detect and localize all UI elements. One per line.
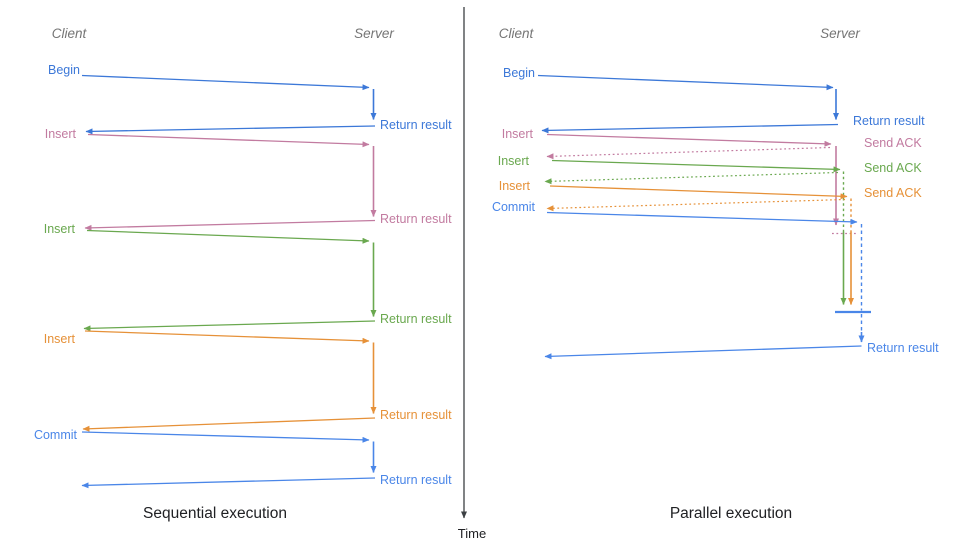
time-axis: Time xyxy=(458,7,486,540)
left-commit-message: Commit Return result xyxy=(34,428,452,489)
right-begin-label: Begin xyxy=(503,66,535,80)
right-begin-message: Begin Return result xyxy=(503,66,925,134)
right-commit-request-line xyxy=(546,211,858,225)
right-insert1-response-label: Send ACK xyxy=(864,136,922,150)
right-insert1-ack-line xyxy=(546,146,831,160)
left-commit-label: Commit xyxy=(34,428,78,442)
right-insert1-message: Insert Send ACK xyxy=(502,127,922,235)
right-insert2-ack-line xyxy=(544,171,839,185)
right-insert1-label: Insert xyxy=(502,127,534,141)
right-begin-request-line xyxy=(537,74,834,91)
left-begin-message: Begin Return result xyxy=(48,63,452,135)
right-commit-return-line xyxy=(544,345,862,360)
left-begin-request-line xyxy=(81,74,370,91)
right-insert3-label: Insert xyxy=(499,179,531,193)
left-insert1-return-line xyxy=(84,219,376,231)
right-insert3-response-label: Send ACK xyxy=(864,186,922,200)
right-server-header: Server xyxy=(820,26,860,41)
left-commit-request-line xyxy=(81,431,370,443)
left-insert2-label: Insert xyxy=(44,222,76,236)
left-insert3-label: Insert xyxy=(44,332,76,346)
left-begin-label: Begin xyxy=(48,63,80,77)
left-insert2-request-line xyxy=(86,229,370,244)
right-begin-return-line xyxy=(541,123,839,134)
time-axis-label: Time xyxy=(458,526,486,540)
left-begin-response-label: Return result xyxy=(380,118,452,132)
left-insert2-message: Insert Return result xyxy=(44,222,452,332)
left-begin-return-line xyxy=(85,125,376,135)
right-begin-response-label: Return result xyxy=(853,114,925,128)
left-commit-response-label: Return result xyxy=(380,473,452,487)
left-insert3-response-label: Return result xyxy=(380,408,452,422)
left-commit-return-line xyxy=(81,477,376,489)
right-insert3-ack-line xyxy=(546,198,846,212)
left-insert3-return-line xyxy=(82,417,376,432)
sequential-panel: Client Server Begin Return result Insert… xyxy=(34,26,452,522)
left-panel-title: Sequential execution xyxy=(143,505,287,522)
left-insert1-response-label: Return result xyxy=(380,212,452,226)
right-insert2-response-label: Send ACK xyxy=(864,161,922,175)
right-commit-message: Commit Return result xyxy=(492,200,939,360)
left-insert3-message: Insert Return result xyxy=(44,330,452,432)
right-insert2-label: Insert xyxy=(498,154,530,168)
right-commit-response-label: Return result xyxy=(867,341,939,355)
left-server-header: Server xyxy=(354,26,394,41)
parallel-panel: Client Server Begin Return result Insert… xyxy=(492,26,939,522)
left-insert1-request-line xyxy=(87,133,370,148)
right-client-header: Client xyxy=(499,26,535,41)
right-commit-label: Commit xyxy=(492,200,536,214)
left-insert2-response-label: Return result xyxy=(380,312,452,326)
right-insert1-request-line xyxy=(546,133,832,147)
right-insert3-request-line xyxy=(549,185,848,200)
right-insert2-request-line xyxy=(551,159,841,173)
left-insert2-return-line xyxy=(83,320,376,332)
left-insert1-label: Insert xyxy=(45,127,77,141)
right-insert3-message: Insert Send ACK xyxy=(499,179,922,305)
left-insert1-message: Insert Return result xyxy=(45,127,452,231)
right-panel-title: Parallel execution xyxy=(670,505,792,522)
right-insert2-message: Insert Send ACK xyxy=(498,154,922,305)
left-insert3-request-line xyxy=(84,330,370,344)
left-client-header: Client xyxy=(52,26,88,41)
